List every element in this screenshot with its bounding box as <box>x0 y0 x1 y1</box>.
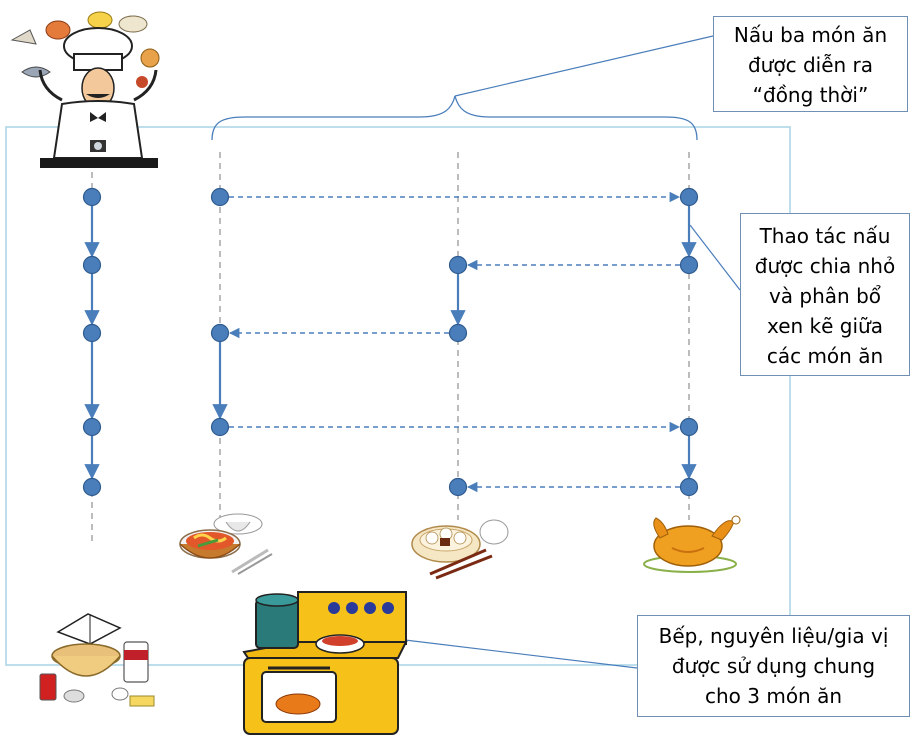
connector-shared <box>404 639 638 669</box>
kitchen-frame <box>5 126 791 666</box>
chef-step-2 <box>82 255 102 275</box>
dishes-brace <box>211 95 698 141</box>
dish3-step-1 <box>679 187 699 207</box>
dish2-step-3 <box>448 477 468 497</box>
chef-step-4 <box>82 417 102 437</box>
chef-step-3 <box>82 323 102 343</box>
noodle-bowl-icon <box>179 513 273 575</box>
dish2-step-2 <box>448 323 468 343</box>
dish1-step-2 <box>210 323 230 343</box>
connector-concurrent <box>454 35 714 97</box>
switch-arrows <box>228 191 681 493</box>
timelines <box>91 152 690 545</box>
callout-concurrent-cooking: Nấu ba món ăn được diễn ra “đồng thời” <box>713 16 908 112</box>
connector-interleave <box>689 224 741 291</box>
dish3-step-3 <box>679 417 699 437</box>
chef-step-1 <box>82 187 102 207</box>
ingredients-icon <box>39 613 155 707</box>
sequential-arrows <box>84 205 697 480</box>
dish2-step-1 <box>448 255 468 275</box>
callout-interleaved-steps: Thao tác nấu được chia nhỏ và phân bổ xe… <box>740 213 910 376</box>
callout-shared-resources: Bếp, nguyên liệu/gia vị được sử dụng chu… <box>637 615 910 717</box>
roast-chicken-icon <box>643 515 741 573</box>
dish3-step-4 <box>679 477 699 497</box>
dumpling-plate-icon <box>411 519 509 580</box>
chef-step-5 <box>82 477 102 497</box>
dish3-step-2 <box>679 255 699 275</box>
step-nodes <box>82 187 699 497</box>
chef-illustration-icon <box>10 11 160 168</box>
dish1-step-3 <box>210 417 230 437</box>
dish1-step-1 <box>210 187 230 207</box>
stove-icon <box>242 591 408 735</box>
